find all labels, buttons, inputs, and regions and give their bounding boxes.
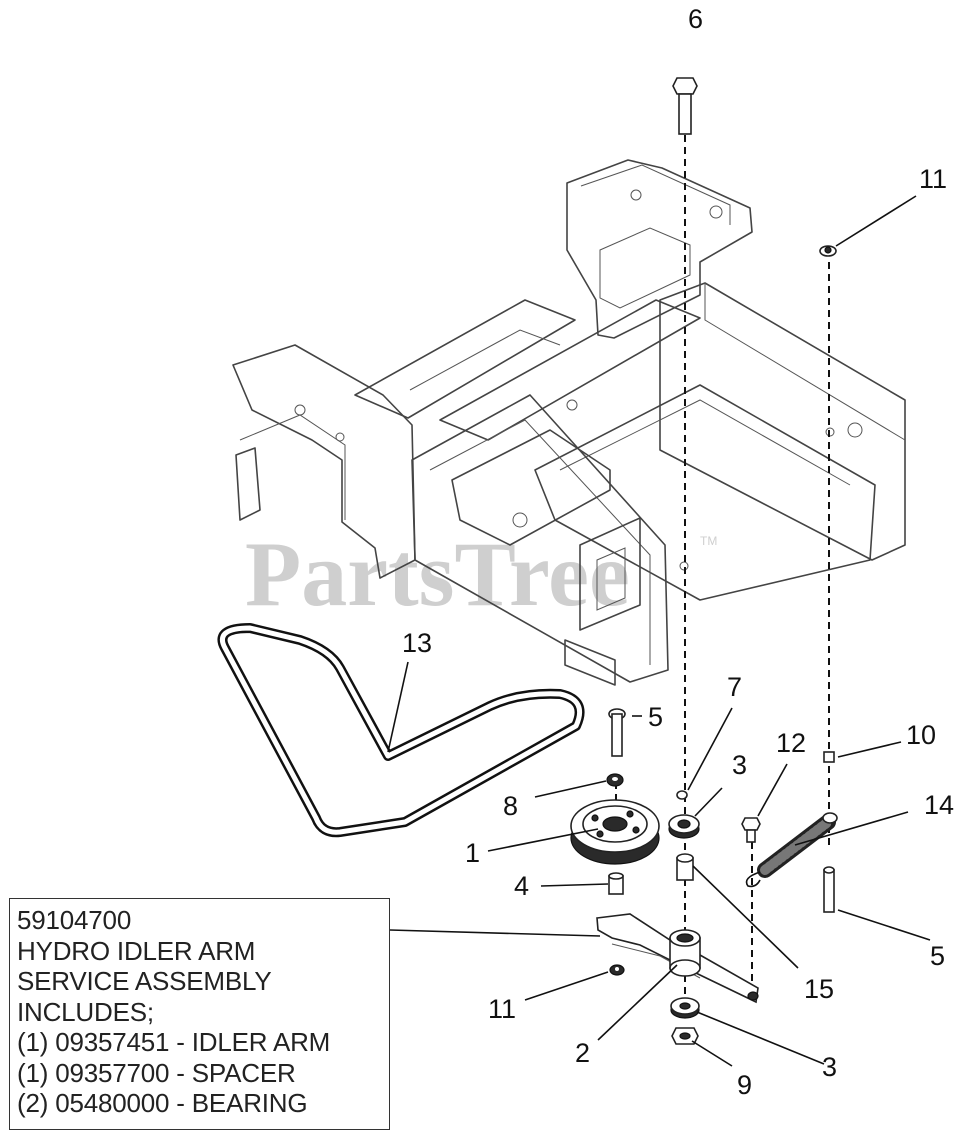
callout-2: 2 <box>575 1038 590 1068</box>
callout-1: 1 <box>465 838 480 868</box>
callout-10: 10 <box>906 720 936 750</box>
leader-lines <box>387 195 931 1067</box>
service-title-line-1: HYDRO IDLER ARM <box>17 935 256 966</box>
nut-part-11-bottom <box>609 964 625 976</box>
spring-part-14 <box>745 812 838 888</box>
watermark-trademark: TM <box>700 534 717 548</box>
callout-5-left: 5 <box>648 702 663 732</box>
callout-13: 13 <box>402 628 432 658</box>
service-title-line-2: SERVICE ASSEMBLY <box>17 966 272 996</box>
spacer-tube-part-15 <box>676 853 694 881</box>
service-part-number: 59104700 <box>17 905 132 935</box>
callout-9: 9 <box>737 1070 752 1100</box>
nut-part-9 <box>671 1027 699 1045</box>
nut-part-7 <box>676 790 688 800</box>
callout-4: 4 <box>514 871 529 901</box>
watermark-text: PartsTree <box>245 523 630 625</box>
callout-11-bottom: 11 <box>488 994 516 1024</box>
drive-belt <box>217 623 585 838</box>
callout-11-top: 11 <box>919 164 947 194</box>
bolt-part-12 <box>741 817 761 843</box>
idler-pulley-part-1 <box>570 799 660 865</box>
callout-3-lower: 3 <box>822 1052 837 1082</box>
pin-part-5-left <box>608 708 626 757</box>
pin-part-5-right <box>823 866 835 913</box>
bearing-part-3-upper <box>668 814 700 839</box>
callout-15: 15 <box>804 974 834 1004</box>
callout-12: 12 <box>776 728 806 758</box>
bearing-part-3-lower <box>670 997 700 1019</box>
callout-5-right: 5 <box>930 941 945 971</box>
callout-8: 8 <box>503 791 518 821</box>
frame-assembly <box>232 159 906 686</box>
callout-14: 14 <box>924 790 954 820</box>
callout-6: 6 <box>688 4 703 34</box>
bolt-part-6 <box>672 77 698 135</box>
pin-part-10 <box>823 751 835 763</box>
idler-arm-part-2 <box>596 913 759 1004</box>
spacer-part-4 <box>608 872 624 895</box>
service-item-spacer: (1) 09357700 - SPACER <box>17 1057 296 1088</box>
washer-part-8 <box>606 773 624 787</box>
service-assembly-box: 59104700 HYDRO IDLER ARM SERVICE ASSEMBL… <box>9 898 390 1130</box>
callout-3-upper: 3 <box>732 750 747 780</box>
nut-part-11-top <box>819 245 837 257</box>
callout-7: 7 <box>727 672 742 702</box>
callout-labels: 6 11 13 5 7 3 12 10 8 14 1 4 15 5 11 2 3… <box>402 4 954 1100</box>
service-item-bearing: (2) 05480000 - BEARING <box>17 1088 308 1118</box>
service-includes-label: INCLUDES; <box>17 996 154 1027</box>
service-item-idler-arm: (1) 09357451 - IDLER ARM <box>17 1027 331 1057</box>
